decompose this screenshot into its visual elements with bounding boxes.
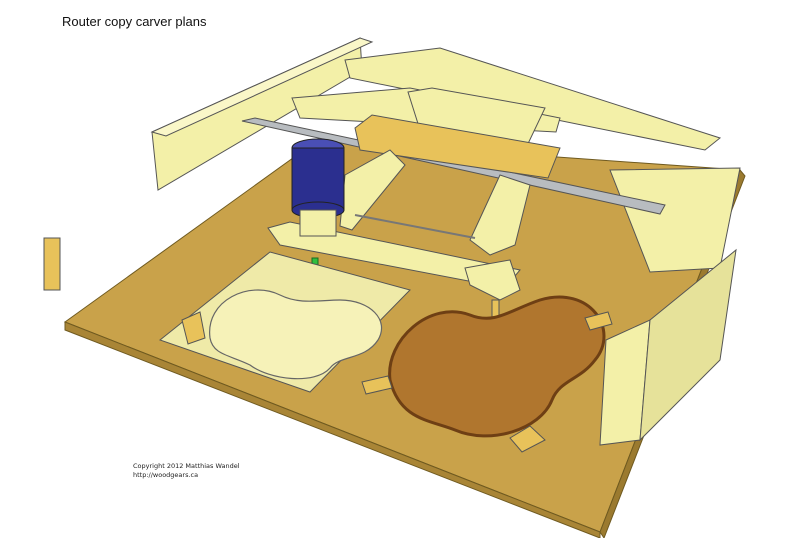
clamp-pattern-left [181, 311, 206, 345]
follower-arm [464, 259, 521, 301]
right-arm [469, 174, 531, 256]
plans-title: Router copy carver plans [62, 14, 207, 29]
router-collar [299, 209, 337, 237]
pattern-violin-outline [209, 289, 383, 380]
carriage-top-plate [354, 114, 561, 179]
copyright-notice: Copyright 2012 Matthias Wandel http://wo… [133, 462, 240, 480]
clamp-front-left [361, 375, 393, 395]
clamp-back-right [584, 311, 613, 331]
website-link[interactable]: http://woodgears.ca [133, 471, 199, 479]
router-motor-icon [291, 147, 345, 211]
link-rod [354, 214, 476, 239]
back-rail [344, 47, 722, 151]
right-front-block-face [639, 248, 737, 442]
left-side-frame-top [150, 37, 374, 137]
clamp-front-right [509, 425, 546, 453]
copyright-text: Copyright 2012 Matthias Wandel [133, 462, 240, 470]
violin-carving-icon [388, 295, 606, 438]
left-post [43, 237, 61, 291]
base-board-front-edge [64, 321, 601, 538]
left-arm [339, 149, 406, 231]
